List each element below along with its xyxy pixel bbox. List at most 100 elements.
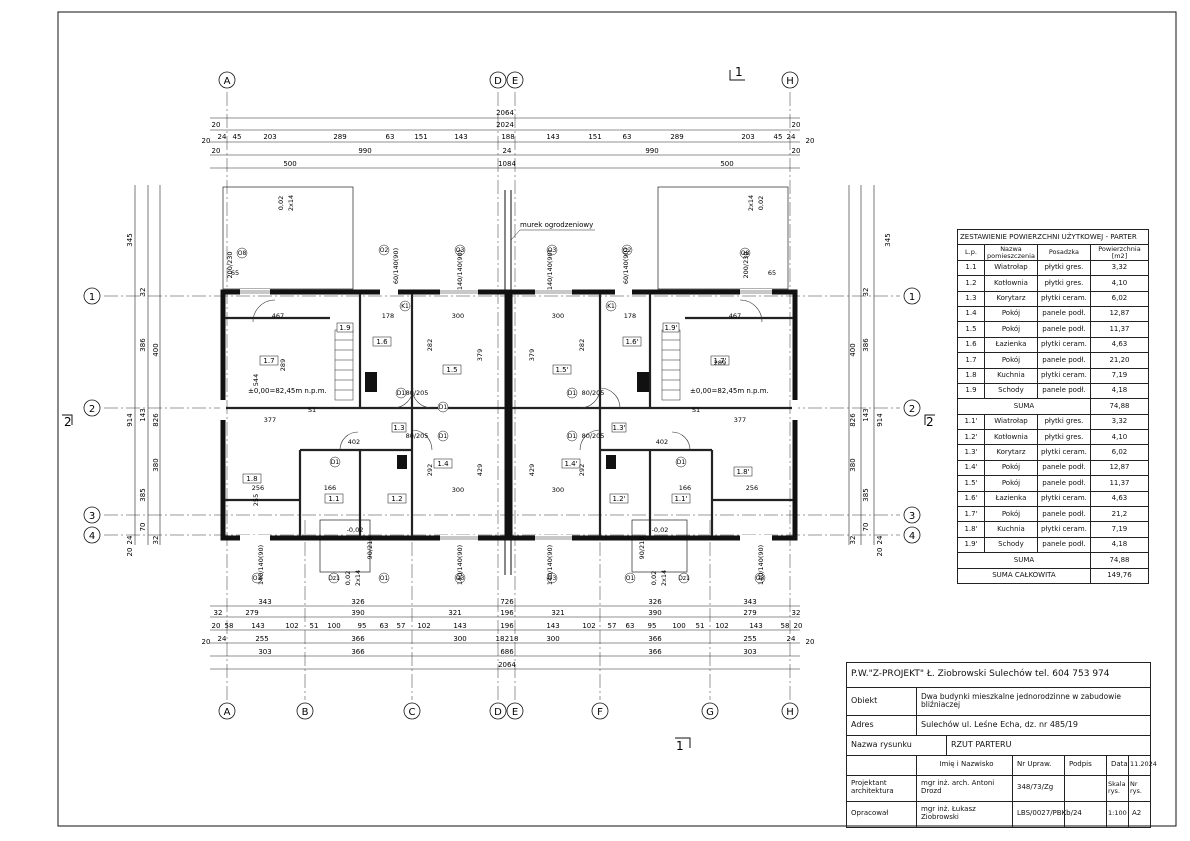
door-tag: D1 [331, 459, 340, 466]
chimney-tag: K1 [401, 303, 409, 310]
area-lp: 1.9' [957, 536, 985, 554]
dim-bot-r2: 279 [743, 609, 756, 617]
area-room-name: Łazienka [984, 336, 1038, 354]
dim-right: 826 [849, 413, 857, 427]
dim-top-r3: 45 [233, 133, 242, 141]
inner-dim: 2x14 [354, 570, 362, 586]
grid-row-right-4: 4 [909, 531, 915, 542]
inner-dim: -0,02 [347, 526, 364, 534]
dim-bot-r2: 390 [648, 609, 661, 617]
dim-right: 345 [884, 233, 892, 246]
grid-col-bottom-B: B [302, 707, 309, 718]
grid-col-bottom-G: G [706, 707, 714, 718]
dim-bot-r3: 143 [453, 622, 466, 630]
area-floor: panele podł. [1036, 459, 1091, 477]
dim-bot-r3: 143 [251, 622, 264, 630]
area-value: 11,37 [1089, 475, 1150, 492]
firm-name: P.W."Z-PROJEKT" Ł. Ziobrowski Sulechów t… [851, 669, 1110, 680]
dim-bot-r1: 343 [258, 598, 271, 606]
area-room-name: Pokój [984, 475, 1038, 492]
area-room-name: Schody [984, 536, 1038, 554]
inner-dim: 429 [476, 464, 484, 476]
dim-bot-r4: 300 [453, 635, 466, 643]
area-floor: płytki gres. [1036, 275, 1091, 292]
dim-bot-r3: 57 [397, 622, 406, 630]
opracowal-label: Opracował [847, 801, 917, 827]
dim-top-overall: 2064 [496, 109, 514, 117]
grid-row-left-3: 3 [89, 511, 95, 522]
area-value: 6,02 [1089, 444, 1150, 461]
dim-right: 70 [862, 523, 870, 532]
window-tag: O2 [623, 247, 632, 254]
dim-right: 32 [849, 536, 857, 545]
area-table-title: ZESTAWIENIE POWIERZCHNI UŻYTKOWEJ - PART… [957, 228, 1149, 246]
window-tag: O1 [380, 575, 389, 582]
dim-bot-r3: 102 [582, 622, 595, 630]
area-room-name: Pokój [984, 352, 1038, 369]
area-floor: płytki ceram. [1036, 444, 1091, 461]
obiekt-value: Dwa budynki mieszkalne jednorodzinne w z… [921, 691, 1121, 709]
dim-bot-r5: 366 [351, 648, 365, 656]
grid-col-bottom-H: H [786, 707, 794, 718]
area-floor: panele podł. [1036, 382, 1091, 400]
inner-dim: 0,02 [650, 571, 658, 585]
grid-col-bottom-E: E [512, 707, 518, 718]
area-value: 4,63 [1089, 490, 1150, 508]
window-size: 140/140(90) [546, 250, 554, 290]
area-floor: płytki ceram. [1036, 367, 1091, 384]
room-tag: 1.6' [625, 338, 638, 346]
area-room-name: Kotłownia [984, 275, 1038, 292]
window-size: 140/140(90) [257, 545, 265, 585]
area-floor: płytki ceram. [1036, 521, 1091, 538]
dim-left: 914 [126, 413, 134, 427]
nazwa-value: RZUT PARTERU [951, 739, 1012, 749]
window-tag: O3 [548, 247, 557, 254]
inner-dim: 402 [348, 438, 360, 446]
dim-top-r3: 143 [454, 133, 467, 141]
dim-top-r3: 151 [414, 133, 427, 141]
area-lp: 1.2 [957, 275, 985, 292]
room-tag: 1.4' [564, 460, 577, 468]
room-tag: 1.5 [446, 366, 457, 374]
area-room-name: Kuchnia [984, 367, 1038, 384]
dim-bot-r3: 58 [225, 622, 234, 630]
dim-bot-r3: 102 [285, 622, 298, 630]
inner-dim: 282 [426, 339, 434, 351]
area-room-name: Kotłownia [984, 429, 1038, 446]
obiekt-label: Obiekt [847, 687, 917, 715]
window-size: 140/140(90) [546, 545, 554, 585]
dim-bot-r4: 18 [510, 635, 519, 643]
area-lp: 1.4 [957, 305, 985, 323]
inner-dim: 2x14 [660, 570, 668, 586]
area-value: 4,10 [1089, 275, 1150, 292]
dim-bot-r4: 255 [743, 635, 756, 643]
area-room-name: Kuchnia [984, 521, 1038, 538]
dim-left: 400 [152, 343, 160, 356]
inner-dim: 0,02 [757, 196, 765, 210]
area-table-header: L.p. [957, 244, 985, 261]
col-imie: Imię i Nazwisko [917, 755, 1013, 775]
dim-bot-r3: 100 [672, 622, 685, 630]
dim-right: 400 [849, 343, 857, 356]
room-tag: 1.8 [246, 475, 257, 483]
dim-right: 20 [876, 548, 884, 557]
area-sum-label: SUMA [957, 552, 1091, 569]
title-block: P.W."Z-PROJEKT" Ł. Ziobrowski Sulechów t… [846, 662, 1157, 828]
dim-top-r4: 20 [212, 147, 221, 155]
area-value: 12,87 [1089, 459, 1150, 477]
adres-value: Sulechów ul. Leśne Echa, dz. nr 485/19 [921, 719, 1078, 729]
grid-col-bottom-F: F [597, 707, 603, 718]
room-tag: 1.6 [376, 338, 388, 346]
area-value: 3,32 [1089, 259, 1150, 277]
area-floor: panele podł. [1036, 475, 1091, 492]
door-tag: Dz1 [678, 575, 690, 582]
chimney-tag: K1 [607, 303, 615, 310]
inner-dim: 292 [426, 464, 434, 476]
area-value: 12,87 [1089, 305, 1150, 323]
room-tag: 1.1 [328, 495, 339, 503]
window-tag: O8 [741, 250, 750, 257]
dim-left: 32 [152, 536, 160, 545]
